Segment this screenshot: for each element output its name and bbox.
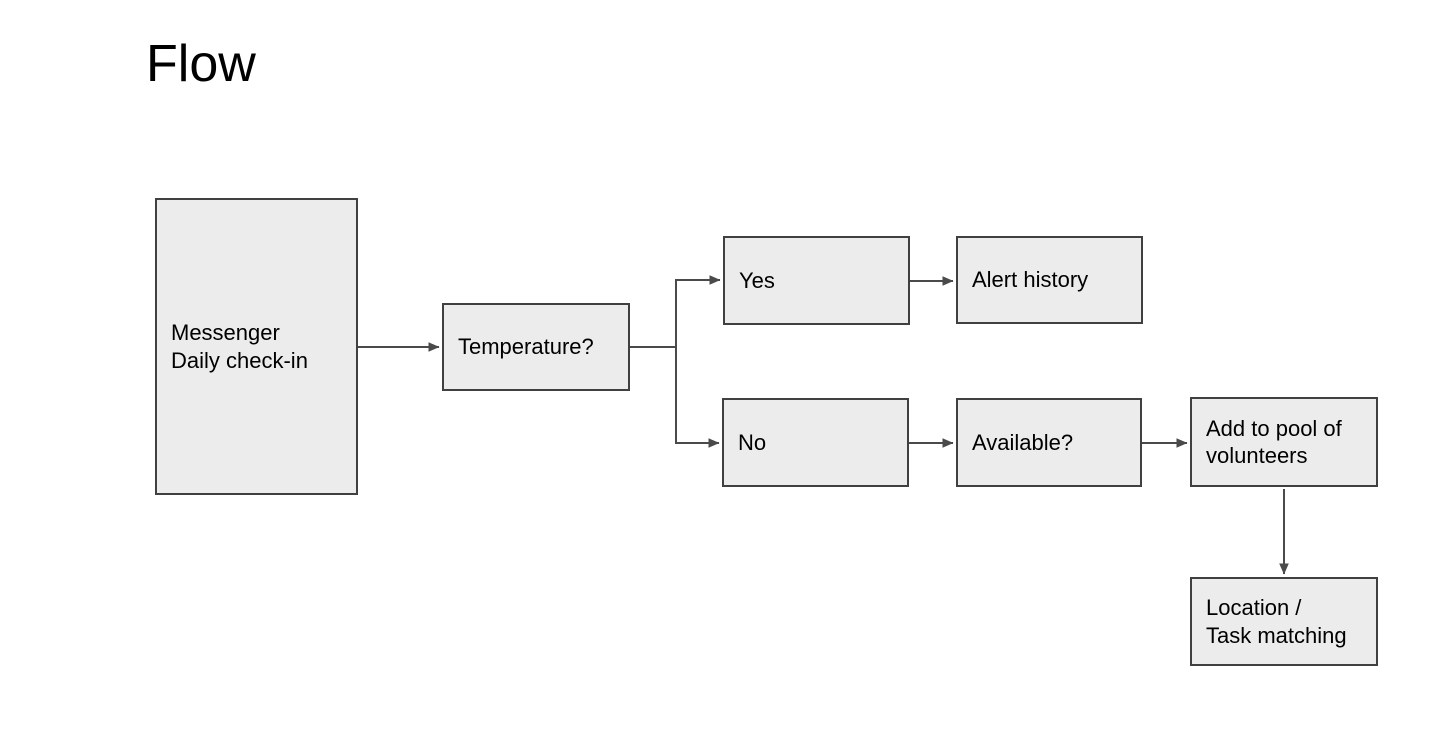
node-no[interactable]: No (722, 398, 909, 487)
node-label: Location / Task matching (1206, 595, 1347, 648)
node-label: No (738, 429, 767, 455)
node-location-task-matching[interactable]: Location / Task matching (1190, 577, 1378, 666)
node-label: Alert history (972, 267, 1089, 293)
node-available[interactable]: Available? (956, 398, 1142, 487)
node-messenger-daily-check-in[interactable]: Messenger Daily check-in (155, 198, 358, 495)
node-label: Messenger Daily check-in (171, 320, 308, 373)
edge-temperature-to-yes (630, 275, 721, 348)
node-label: Add to pool of volunteers (1206, 415, 1342, 469)
node-alert-history[interactable]: Alert history (956, 236, 1143, 324)
node-label: Temperature? (458, 334, 594, 360)
node-label: Available? (972, 429, 1074, 455)
edge-temperature-to-no (675, 347, 720, 448)
node-yes[interactable]: Yes (723, 236, 910, 325)
node-temperature[interactable]: Temperature? (442, 303, 630, 391)
page-title: Flow (146, 35, 256, 93)
node-add-to-pool-of-volunteers[interactable]: Add to pool of volunteers (1190, 397, 1378, 487)
node-label: Yes (739, 267, 775, 293)
